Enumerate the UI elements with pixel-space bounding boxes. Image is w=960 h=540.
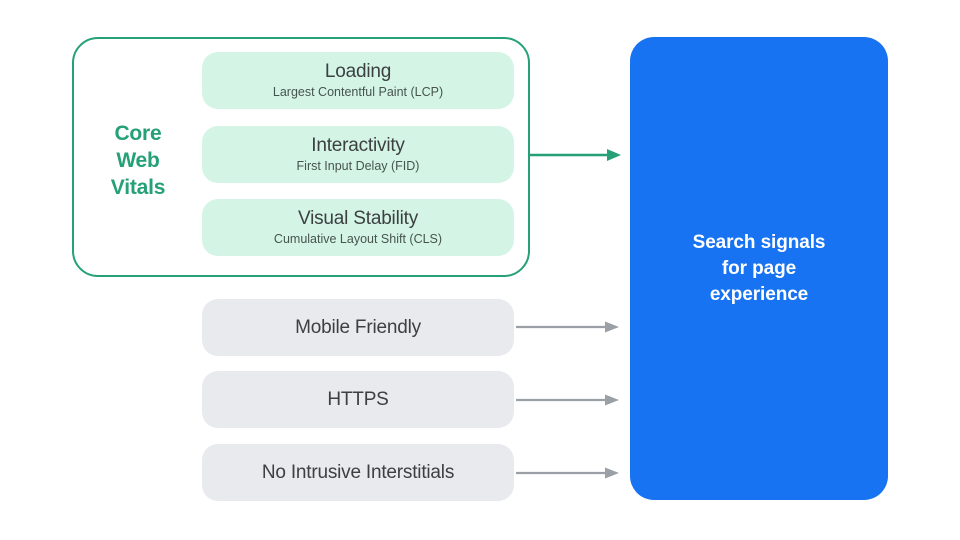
gray-arrow-icon (516, 394, 619, 406)
core-web-vitals-label: Core Web Vitals (110, 122, 166, 199)
signal-box-no-intrusive-interstitials: No Intrusive Interstitials (202, 444, 514, 501)
signal-box-https: HTTPS (202, 371, 514, 428)
signal-label-no-intrusive-interstitials: No Intrusive Interstitials (261, 461, 455, 483)
vital-title-visual-stability: Visual Stability (297, 208, 418, 229)
vital-box-loading: Loading Largest Contentful Paint (LCP) (202, 52, 514, 109)
search-signals-label: Search signals for page experience (692, 231, 826, 305)
gray-arrow-icon (516, 321, 619, 333)
core-web-vitals-group: Core Web Vitals Loading Largest Contentf… (72, 37, 530, 277)
vital-box-visual-stability: Visual Stability Cumulative Layout Shift… (202, 199, 514, 256)
vital-title-interactivity: Interactivity (311, 135, 405, 156)
vital-box-interactivity: Interactivity First Input Delay (FID) (202, 126, 514, 183)
vital-subtitle-cls: Cumulative Layout Shift (CLS) (273, 232, 443, 246)
vital-title-loading: Loading (324, 61, 392, 82)
search-signals-panel: Search signals for page experience (630, 37, 888, 500)
signal-label-mobile-friendly: Mobile Friendly (295, 316, 421, 338)
vital-subtitle-fid: First Input Delay (FID) (296, 159, 420, 173)
green-arrow-icon (528, 149, 621, 161)
signal-box-mobile-friendly: Mobile Friendly (202, 299, 514, 356)
gray-arrow-icon (516, 467, 619, 479)
signal-label-https: HTTPS (327, 388, 389, 410)
vital-subtitle-lcp: Largest Contentful Paint (LCP) (272, 85, 444, 99)
